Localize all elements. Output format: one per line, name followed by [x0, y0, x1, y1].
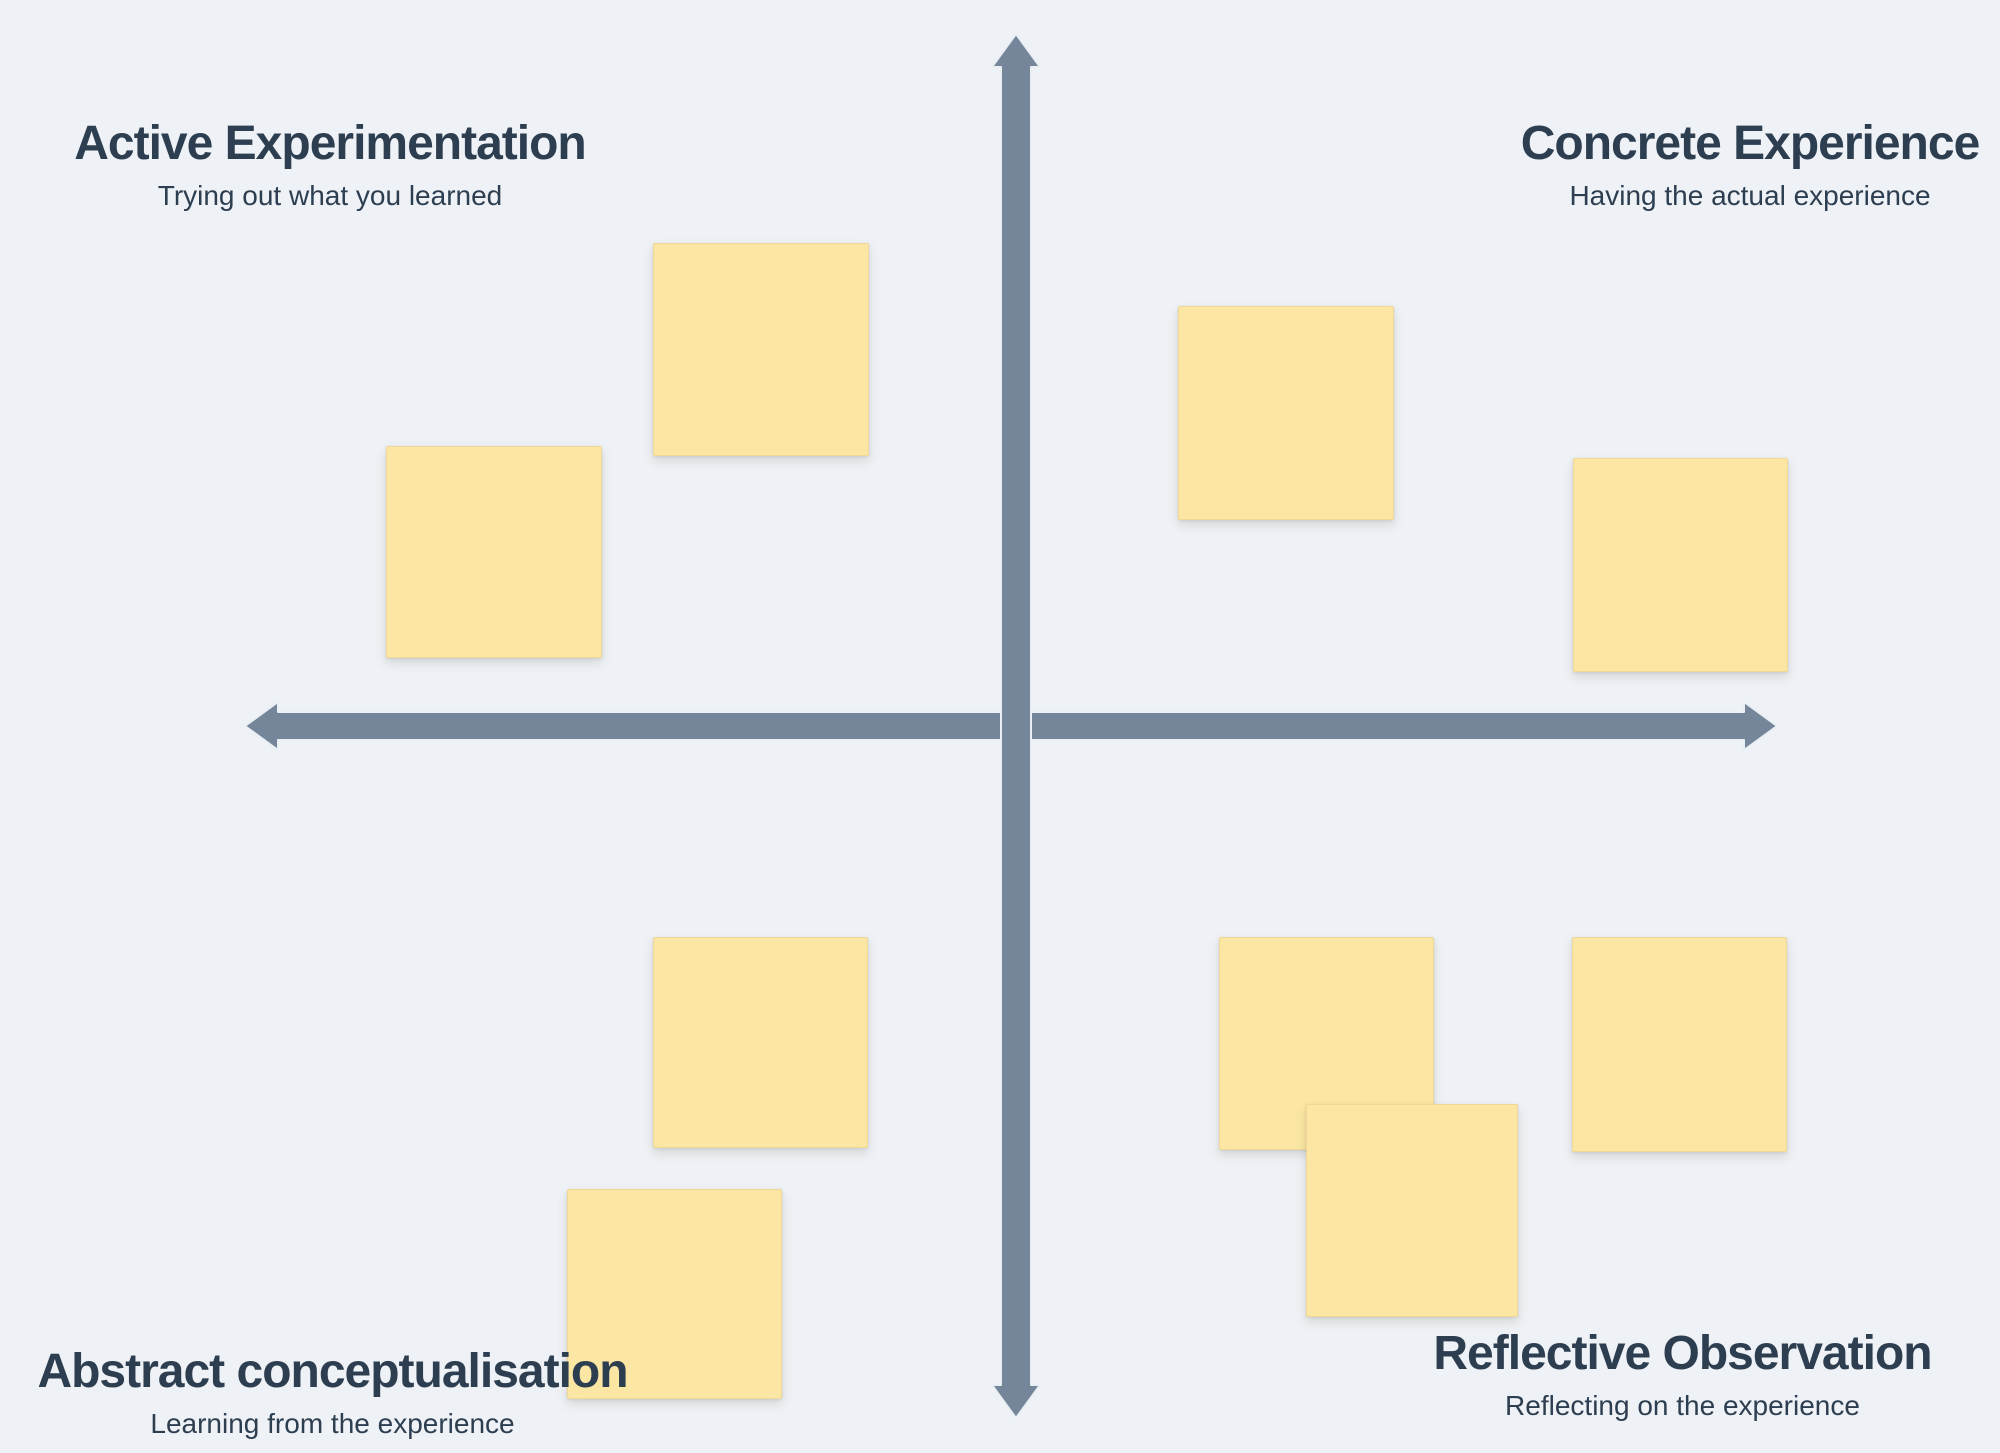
sticky-note[interactable]: [386, 446, 602, 658]
vertical-axis-arrow: [991, 33, 1041, 1419]
sticky-note[interactable]: [653, 243, 869, 456]
sticky-note[interactable]: [1572, 937, 1787, 1152]
sticky-note[interactable]: [1306, 1104, 1518, 1317]
sticky-note[interactable]: [1573, 458, 1788, 672]
sticky-note[interactable]: [653, 937, 868, 1148]
sticky-note[interactable]: [1178, 306, 1394, 520]
sticky-note[interactable]: [567, 1189, 782, 1399]
